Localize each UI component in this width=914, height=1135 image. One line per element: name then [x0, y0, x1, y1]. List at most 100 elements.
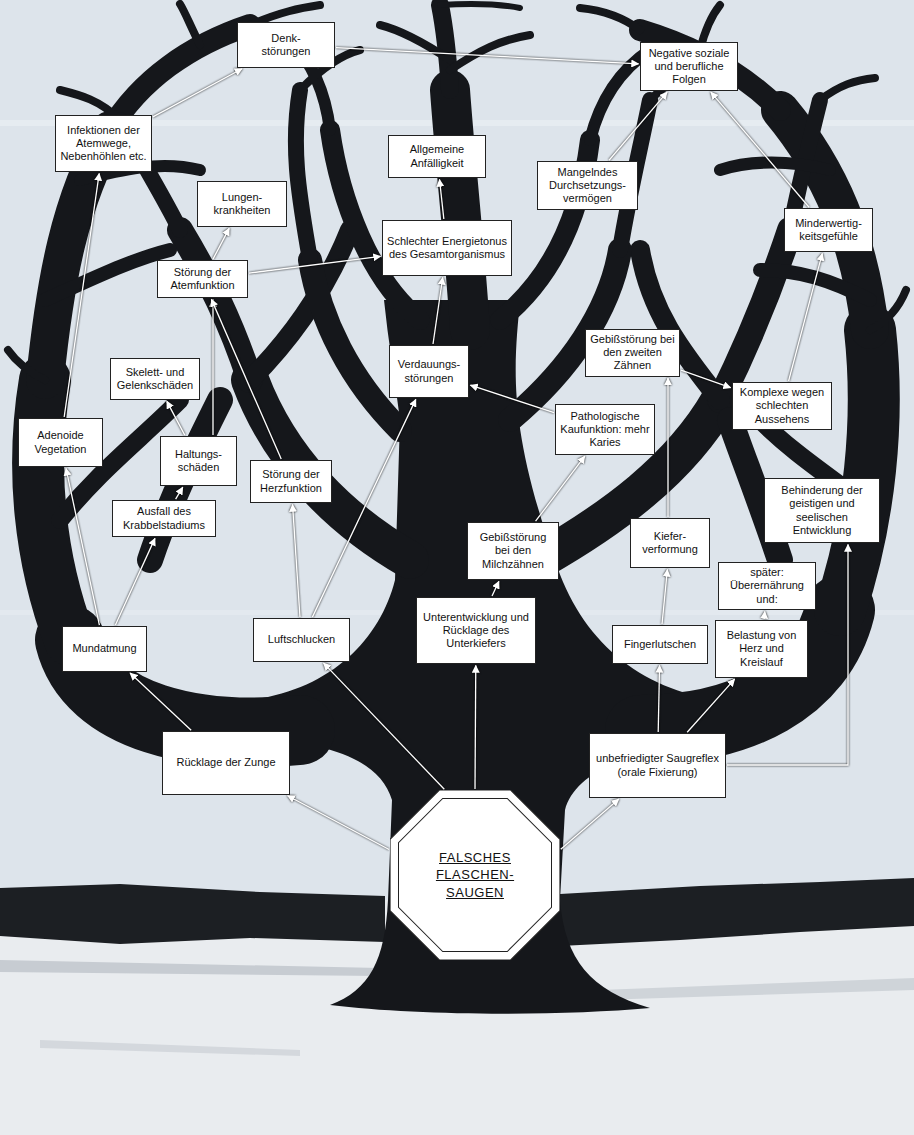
arrow-connector: [667, 378, 668, 517]
arrow-connector: [433, 277, 443, 344]
box-text: später: Überernährung und:: [723, 566, 811, 606]
box-text: Mundatmung: [67, 642, 142, 655]
box-text: Rücklage der Zunge: [167, 756, 285, 769]
effect-box: Kiefer- verformung: [630, 518, 710, 568]
arrow-connector: [789, 253, 823, 381]
effect-box: Störung der Atemfunktion: [157, 260, 248, 298]
box-text: Komplexe wegen schlechten Aussehens: [737, 386, 827, 426]
tree-illustration: [600, 978, 914, 1000]
box-text: Mangelndes Durchsetzungs- vermögen: [542, 166, 633, 206]
arrow-connector: [662, 569, 667, 624]
arrow-connector: [711, 92, 809, 207]
box-text: FALSCHES FLASCHEN- SAUGEN: [423, 849, 527, 902]
effect-box: unbefriedigter Saugreflex (orale Fixieru…: [589, 733, 726, 798]
box-text: Luftschlucken: [258, 633, 345, 646]
effect-box: Mundatmung: [62, 626, 147, 672]
box-text: Gebißstörung bei den zweiten Zähnen: [590, 333, 675, 373]
tree-illustration: [296, 90, 310, 260]
arrow-connector: [115, 538, 155, 625]
arrow-connector: [153, 69, 242, 117]
octagon-outline: [390, 790, 560, 960]
arrow-connector: [681, 370, 731, 388]
box-text: Unterentwicklung und Rücklage des Unterk…: [421, 611, 531, 651]
arrow-connector: [658, 666, 659, 733]
effect-box: Schlechter Energietonus des Gesamtorgani…: [382, 220, 512, 276]
tree-illustration: [870, 290, 906, 330]
tree-illustration: [45, 250, 170, 300]
tree-illustration: [0, 960, 380, 976]
effect-box: Verdauungs- störungen: [389, 345, 469, 398]
tree-illustration: [760, 270, 870, 300]
effect-box: Adenoide Vegetation: [18, 418, 103, 467]
effect-box: später: Überernährung und:: [718, 562, 816, 610]
tree-illustration: [0, 884, 385, 944]
arrow-connector: [167, 401, 185, 435]
arrow-connector: [213, 228, 229, 259]
arrow-connector: [492, 581, 499, 596]
arrow-connector: [440, 179, 444, 219]
box-text: Ausfall des Krabbelstadiums: [117, 505, 211, 531]
box-text: Negative soziale und berufliche Folgen: [645, 47, 733, 87]
box-text: Lungen- krankheiten: [202, 191, 282, 217]
tree-illustration: [450, 35, 530, 70]
effect-box: Negative soziale und berufliche Folgen: [640, 42, 738, 91]
arrow-connector: [64, 173, 99, 417]
effect-box: Skelett- und Gelenkschäden: [110, 358, 200, 400]
effect-box: Infektionen der Atemwege, Nebenhöhlen et…: [55, 115, 152, 172]
tree-illustration: [580, 8, 640, 30]
box-text: Skelett- und Gelenkschäden: [115, 366, 195, 392]
arrow-connector: [212, 300, 213, 436]
arrow-connector: [561, 799, 619, 849]
box-text: Kiefer- verformung: [635, 530, 705, 556]
tree-illustration: [440, 5, 450, 90]
effect-box: Fingerlutschen: [612, 625, 708, 664]
effect-box: Gebißstörung bei den zweiten Zähnen: [585, 329, 680, 377]
arrow-connector: [336, 48, 639, 64]
box-text: Haltungs- schäden: [165, 448, 232, 474]
tree-illustration: [820, 78, 875, 100]
arrow-connector: [474, 666, 476, 790]
effect-box: Luftschlucken: [253, 618, 350, 662]
arrow-connector: [176, 487, 183, 499]
box-text: Verdauungs- störungen: [394, 358, 464, 384]
effect-box: Unterentwicklung und Rücklage des Unterk…: [416, 597, 536, 664]
tree-illustration: [640, 30, 780, 110]
box-text: unbefriedigter Saugreflex (orale Fixieru…: [594, 752, 721, 778]
box-text: Allgemeine Anfälligkeit: [393, 143, 481, 169]
box-text: Minderwertig- keitsgefühle: [789, 217, 868, 243]
effect-box: Allgemeine Anfälligkeit: [388, 135, 486, 178]
tree-illustration: [640, 250, 720, 400]
effect-box: Behinderung der geistigen und seelischen…: [764, 478, 880, 543]
arrow-connector: [293, 504, 300, 617]
tree-illustration: [380, 25, 450, 60]
effect-box: Gebißstörung bei den Milchzähnen: [467, 522, 559, 580]
tree-illustration: [40, 1040, 300, 1056]
effect-box: Komplexe wegen schlechten Aussehens: [732, 382, 832, 430]
box-text: Fingerlutschen: [617, 638, 703, 651]
effect-box: Lungen- krankheiten: [197, 181, 287, 227]
box-text: Gebißstörung bei den Milchzähnen: [472, 531, 554, 571]
tree-illustration: [560, 878, 914, 946]
tree-illustration: [450, 90, 470, 330]
tree-illustration: [250, 300, 720, 1014]
effect-box: Minderwertig- keitsgefühle: [784, 208, 873, 252]
arrow-connector: [130, 673, 191, 730]
box-text: Störung der Atemfunktion: [162, 266, 243, 292]
arrow-connector: [763, 611, 765, 619]
arrow-connector: [249, 256, 381, 273]
tree-illustration: [720, 230, 790, 400]
tree-illustration: [720, 163, 830, 171]
octagon-inner-outline: [399, 799, 552, 952]
effect-box: Pathologische Kaufunktion: mehr Karies: [555, 404, 655, 455]
effect-box: Rücklage der Zunge: [162, 731, 290, 795]
box-text: Pathologische Kaufunktion: mehr Karies: [560, 410, 650, 450]
arrow-connector: [470, 385, 554, 413]
effect-box: Haltungs- schäden: [160, 436, 237, 486]
tree-illustration: [8, 350, 45, 380]
tree-illustration: [180, 4, 200, 45]
arrow-connector: [288, 796, 389, 850]
arrow-connector: [687, 679, 734, 732]
effect-box: Belastung von Herz und Kreislauf: [715, 620, 808, 678]
box-text: Adenoide Vegetation: [23, 429, 98, 455]
effect-box: Mangelndes Durchsetzungs- vermögen: [537, 161, 638, 210]
